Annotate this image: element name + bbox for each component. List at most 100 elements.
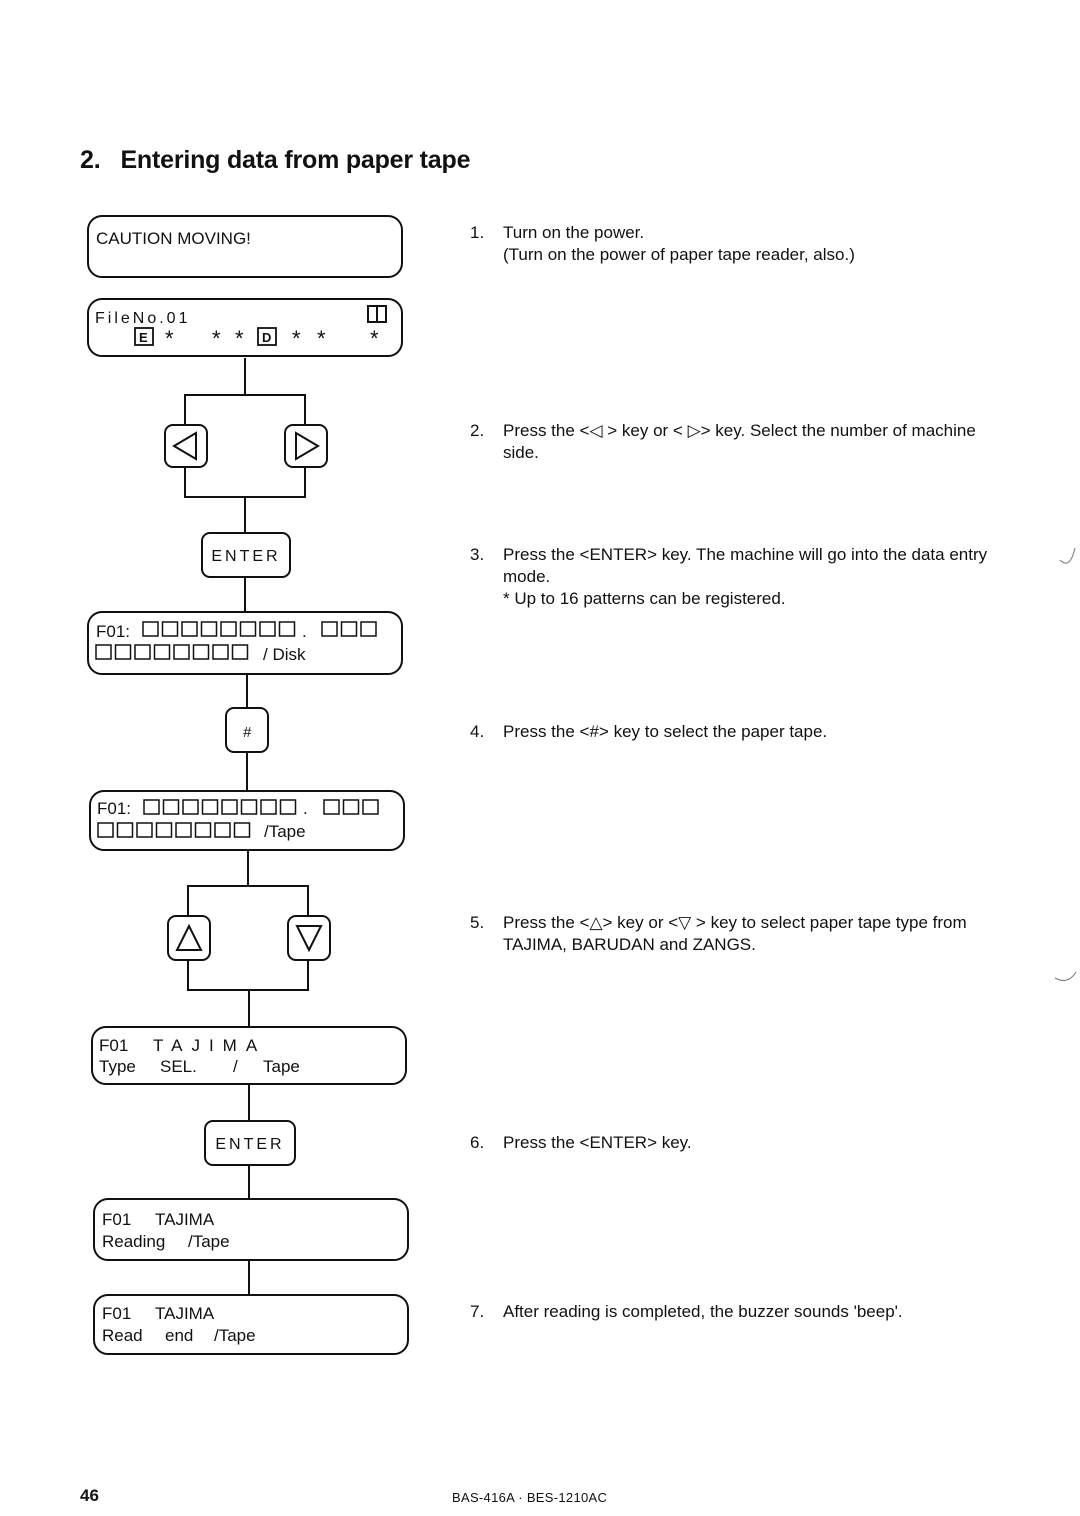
step-2: 2. Press the <◁ > key or < ▷> key. Selec… xyxy=(470,420,1015,464)
step-text: Press the <ENTER> key. xyxy=(503,1133,692,1152)
lcd-reading-line2-a: Reading xyxy=(102,1232,165,1251)
lcd-cell xyxy=(260,799,277,815)
triangle-left-icon xyxy=(172,431,197,461)
lcd-cell xyxy=(143,799,160,815)
lcd-cell xyxy=(323,799,340,815)
triangle-up-icon xyxy=(175,923,203,951)
lcd-cell xyxy=(181,621,198,637)
step-text: Press the <△> key or <▽ > key to select … xyxy=(503,913,967,954)
enter-key[interactable]: ENTER xyxy=(201,532,291,578)
lcd-cell xyxy=(259,621,276,637)
step-text: Press the <◁ > key or < ▷> key. Select t… xyxy=(503,421,976,462)
enter-key-label: ENTER xyxy=(211,548,280,565)
lcd-cell xyxy=(116,822,134,838)
asterisk-mark: * xyxy=(292,326,301,351)
section-heading: 2. Entering data from paper tape xyxy=(80,146,470,175)
lcd-cell xyxy=(182,799,199,815)
lcd-cell xyxy=(360,621,377,637)
lcd-cell xyxy=(321,621,338,637)
double-square-icon xyxy=(367,305,387,323)
lcd-caution-line1: CAUTION MOVING! xyxy=(96,229,251,248)
lcd-file-number: FileNo.01 E * * * D * * * xyxy=(87,298,403,357)
step-5: 5. Press the <△> key or <▽ > key to sele… xyxy=(470,912,1015,956)
lcd-reading-line2-b: /Tape xyxy=(188,1232,230,1251)
step-number: 2. xyxy=(470,421,485,440)
step-6: 6. Press the <ENTER> key. xyxy=(470,1132,1015,1154)
step-1: 1. Turn on the power. (Turn on the power … xyxy=(470,222,1015,266)
lcd-cell xyxy=(97,822,114,838)
lcd-cell xyxy=(279,799,297,815)
lcd-cell xyxy=(220,621,237,637)
lcd-cell xyxy=(153,644,171,660)
lcd-cell xyxy=(173,644,190,660)
lcd-disk-cells-b xyxy=(321,621,377,637)
lcd-cell xyxy=(155,822,173,838)
svg-text:E: E xyxy=(139,330,148,345)
step-text: Press the <#> key to select the paper ta… xyxy=(503,722,828,741)
step-number: 5. xyxy=(470,913,485,932)
lcd-cell xyxy=(214,822,231,838)
lcd-type-line1-a: F01 xyxy=(99,1036,128,1055)
lcd-readend-line2-c: /Tape xyxy=(214,1326,256,1345)
step-3: 3. Press the <ENTER> key. The machine wi… xyxy=(470,544,1015,610)
left-key[interactable] xyxy=(164,424,208,468)
hash-key-label: # xyxy=(243,724,252,741)
lcd-cell xyxy=(114,644,132,660)
lcd-reading: F01 TAJIMA Reading /Tape xyxy=(93,1198,409,1261)
up-key[interactable] xyxy=(167,915,211,961)
step-subtext: (Turn on the power of paper tape reader,… xyxy=(503,245,855,264)
lcd-readend-line1-a: F01 xyxy=(102,1304,131,1323)
lcd-cell xyxy=(194,822,212,838)
lcd-readend-line2-b: end xyxy=(165,1326,193,1345)
right-key[interactable] xyxy=(284,424,328,468)
e-box-icon: E xyxy=(134,327,154,346)
asterisk-mark: * xyxy=(370,326,379,351)
step-text: After reading is completed, the buzzer s… xyxy=(503,1302,903,1321)
lcd-readend-line1-b: TAJIMA xyxy=(155,1304,215,1323)
lcd-type-select: F01 TAJIMA Type SEL. / Tape xyxy=(91,1026,407,1085)
lcd-cell xyxy=(231,644,249,660)
enter-key[interactable]: ENTER xyxy=(204,1120,296,1166)
lcd-cell xyxy=(362,799,379,815)
scan-mark xyxy=(1054,971,1077,981)
enter-key-label: ENTER xyxy=(215,1136,284,1153)
step-subtext: * Up to 16 patterns can be registered. xyxy=(503,589,786,608)
lcd-disk-cells-a xyxy=(142,621,296,637)
step-number: 7. xyxy=(470,1302,485,1321)
lcd-entry-tape: F01: . /Tape xyxy=(89,790,405,851)
hash-key[interactable]: # xyxy=(225,707,269,753)
scan-mark xyxy=(1059,547,1076,564)
lcd-cell xyxy=(161,621,179,637)
lcd-type-line1-b: TAJIMA xyxy=(153,1036,266,1055)
lcd-type-line2-d: Tape xyxy=(263,1057,300,1076)
asterisk-mark: * xyxy=(235,326,244,351)
document-code: BAS-416A · BES-1210AC xyxy=(452,1490,608,1505)
lcd-tape-cells-c xyxy=(97,822,251,838)
lcd-tape-cells-a xyxy=(143,799,297,815)
lcd-cell xyxy=(212,644,229,660)
section-title: Entering data from paper tape xyxy=(120,146,471,174)
step-number: 6. xyxy=(470,1133,485,1152)
lcd-tape-sep: . xyxy=(303,799,308,818)
asterisk-mark: * xyxy=(165,326,174,351)
lcd-cell xyxy=(342,799,360,815)
section-number: 2. xyxy=(80,146,101,174)
lcd-cell xyxy=(201,799,219,815)
down-key[interactable] xyxy=(287,915,331,961)
page-number: 46 xyxy=(80,1486,99,1505)
lcd-cell xyxy=(221,799,238,815)
lcd-cell xyxy=(278,621,296,637)
triangle-down-icon xyxy=(295,925,323,953)
lcd-disk-cells-c xyxy=(95,644,249,660)
step-number: 1. xyxy=(470,223,485,242)
step-7: 7. After reading is completed, the buzze… xyxy=(470,1301,1015,1323)
lcd-readend-line2-a: Read xyxy=(102,1326,143,1345)
step-text: Turn on the power. xyxy=(503,223,645,242)
lcd-reading-line1-a: F01 xyxy=(102,1210,131,1229)
step-text: Press the <ENTER> key. The machine will … xyxy=(503,545,988,586)
lcd-type-line2-c: / xyxy=(233,1057,238,1076)
lcd-caution: CAUTION MOVING! xyxy=(87,215,403,278)
lcd-cell xyxy=(340,621,358,637)
lcd-cell xyxy=(95,644,112,660)
